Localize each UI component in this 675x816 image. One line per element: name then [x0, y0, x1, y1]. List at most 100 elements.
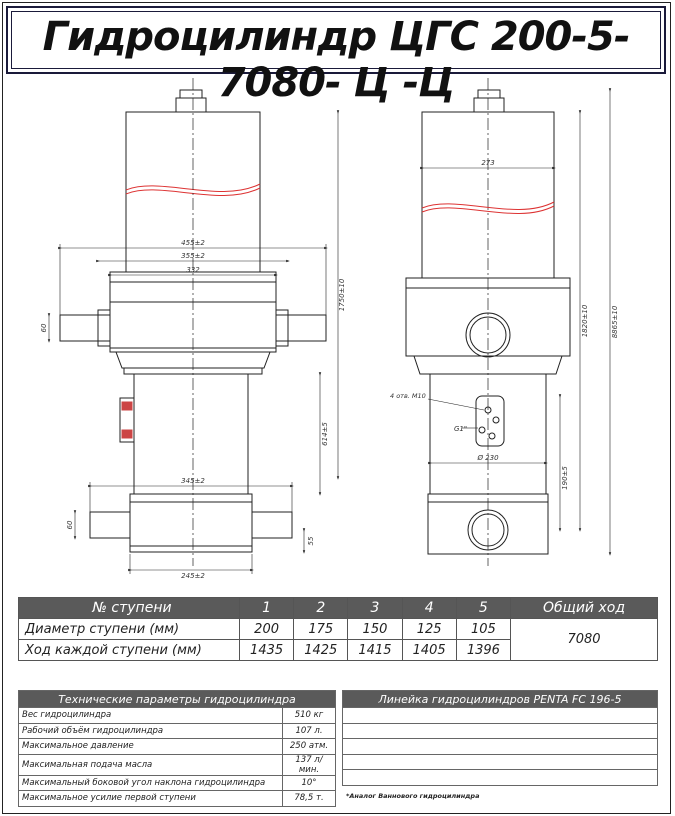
param-value: 137 л/мин.	[282, 753, 336, 776]
dim-345: 345±2	[181, 477, 205, 485]
dim-245: 245±2	[181, 572, 205, 580]
lineup-header: Линейка гидроцилиндров PENTA FC 196-5	[342, 690, 658, 708]
front-view	[59, 89, 327, 553]
param-label: Максимальный боковой угол наклона гидроц…	[18, 774, 283, 791]
stage-number-label: № ступени	[18, 597, 240, 619]
dim-273: 273	[481, 159, 494, 167]
params-header-row: Технические параметры гидроцилиндра	[18, 690, 336, 708]
transition-ring	[115, 351, 271, 369]
param-value: 78,5 т.	[282, 790, 336, 807]
lineup-row	[342, 722, 658, 739]
top-nut-base	[175, 97, 207, 113]
dim-holes: 4 отв. М10	[390, 392, 426, 400]
side-trunnion-bore-outer	[465, 312, 511, 358]
total-stroke-value: 7080	[510, 618, 658, 661]
param-label: Максимальная подача масла	[18, 753, 283, 776]
technical-drawing: 455±2 355±2 332 1750±10 60 614±5 345±2 2…	[40, 78, 619, 580]
left-trunnion-pin	[59, 314, 111, 342]
lineup-row	[342, 707, 658, 724]
side-bottom-bore-inner	[471, 513, 505, 547]
lineup-row	[342, 753, 658, 770]
dim-332: 332	[186, 266, 200, 274]
dim-190: 190±5	[561, 466, 569, 490]
stage-number-5: 5	[455, 597, 512, 619]
port-marker-top	[121, 401, 133, 411]
stage-number-3: 3	[347, 597, 403, 619]
plate-hole-3	[478, 426, 486, 434]
port-plate	[475, 395, 505, 447]
lineup-header-row: Линейка гидроцилиндров PENTA FC 196-5	[342, 690, 658, 708]
dim-355: 355±2	[181, 252, 205, 260]
stroke-label: Ход каждой ступени (мм)	[18, 639, 240, 661]
drawing-title: Гидроцилиндр ЦГС 200-5-7080- Ц -Ц	[42, 14, 631, 106]
lineup-row	[342, 769, 658, 786]
bottom-block	[129, 501, 253, 553]
stroke-5: 1396	[455, 639, 512, 661]
side-break-line-1	[421, 201, 555, 210]
side-trunnion-bore-inner	[469, 316, 507, 354]
diameter-2: 175	[293, 618, 349, 640]
diameter-1: 200	[238, 618, 295, 640]
diameter-label: Диаметр ступени (мм)	[18, 618, 240, 640]
title-block: Гидроцилиндр ЦГС 200-5-7080- Ц -Ц	[6, 6, 666, 106]
right-trunnion-pin	[275, 314, 327, 342]
left-pin-collar	[97, 309, 111, 347]
break-line-1	[125, 183, 261, 192]
stroke-2: 1425	[293, 639, 349, 661]
param-label: Вес гидроцилиндра	[18, 707, 283, 724]
diameter-5: 105	[455, 618, 512, 640]
lineup-row	[342, 738, 658, 755]
diameter-row: Диаметр ступени (мм) 200 175 150 125 105…	[18, 618, 658, 661]
param-row: Максимальный боковой угол наклона гидроц…	[18, 774, 336, 791]
param-label: Рабочий объём гидроцилиндра	[18, 722, 283, 739]
dim-1750: 1750±10	[338, 278, 346, 311]
plate-hole-2	[492, 416, 500, 424]
title-inner-border	[11, 11, 661, 69]
bottom-right-pin	[251, 511, 293, 539]
param-value: 10°	[282, 774, 336, 791]
params-table: Технические параметры гидроцилиндра Вес …	[18, 690, 336, 807]
stage-number-4: 4	[401, 597, 457, 619]
dim-230: Ø 230	[476, 454, 499, 462]
dim-g1: G1"	[454, 425, 467, 433]
side-top-nut	[477, 89, 501, 99]
stages-header-row: № ступени 1 2 3 4 5 Общий ход	[18, 597, 658, 619]
params-header: Технические параметры гидроцилиндра	[18, 690, 336, 708]
lineup-table: Линейка гидроцилиндров PENTA FC 196-5	[342, 690, 658, 786]
break-line-2	[125, 187, 261, 196]
bottom-flange	[129, 493, 253, 503]
stage-number-2: 2	[293, 597, 349, 619]
dim-8865: 8865±10	[611, 305, 619, 338]
stroke-4: 1405	[401, 639, 457, 661]
side-transition-ring	[413, 355, 563, 375]
side-bottom-block	[427, 501, 549, 555]
bottom-left-pin	[89, 511, 131, 539]
stroke-1: 1435	[238, 639, 295, 661]
diameter-4: 125	[401, 618, 457, 640]
diameter-3: 150	[347, 618, 403, 640]
side-top-nut-base	[473, 97, 505, 113]
side-bottom-bore-outer	[467, 509, 509, 551]
side-break-line-2	[421, 205, 555, 214]
port-marker-bottom	[121, 429, 133, 439]
right-pin-collar	[275, 309, 289, 347]
dim-60-top: 60	[40, 323, 48, 332]
stroke-row: Ход каждой ступени (мм) 1435 1425 1415 1…	[18, 639, 658, 661]
param-label: Максимальное усилие первой ступени	[18, 790, 283, 807]
total-stroke-label: Общий ход	[510, 597, 658, 619]
lineup-note: *Аналог Ваннового гидроцилиндра	[346, 792, 480, 800]
dim-55: 55	[307, 536, 315, 545]
side-port	[119, 397, 135, 443]
stroke-3: 1415	[347, 639, 403, 661]
stage-number-1: 1	[238, 597, 295, 619]
dim-60-bottom: 60	[66, 520, 74, 529]
top-nut	[179, 89, 203, 99]
param-value: 107 л.	[282, 722, 336, 739]
param-value: 510 кг	[282, 707, 336, 724]
